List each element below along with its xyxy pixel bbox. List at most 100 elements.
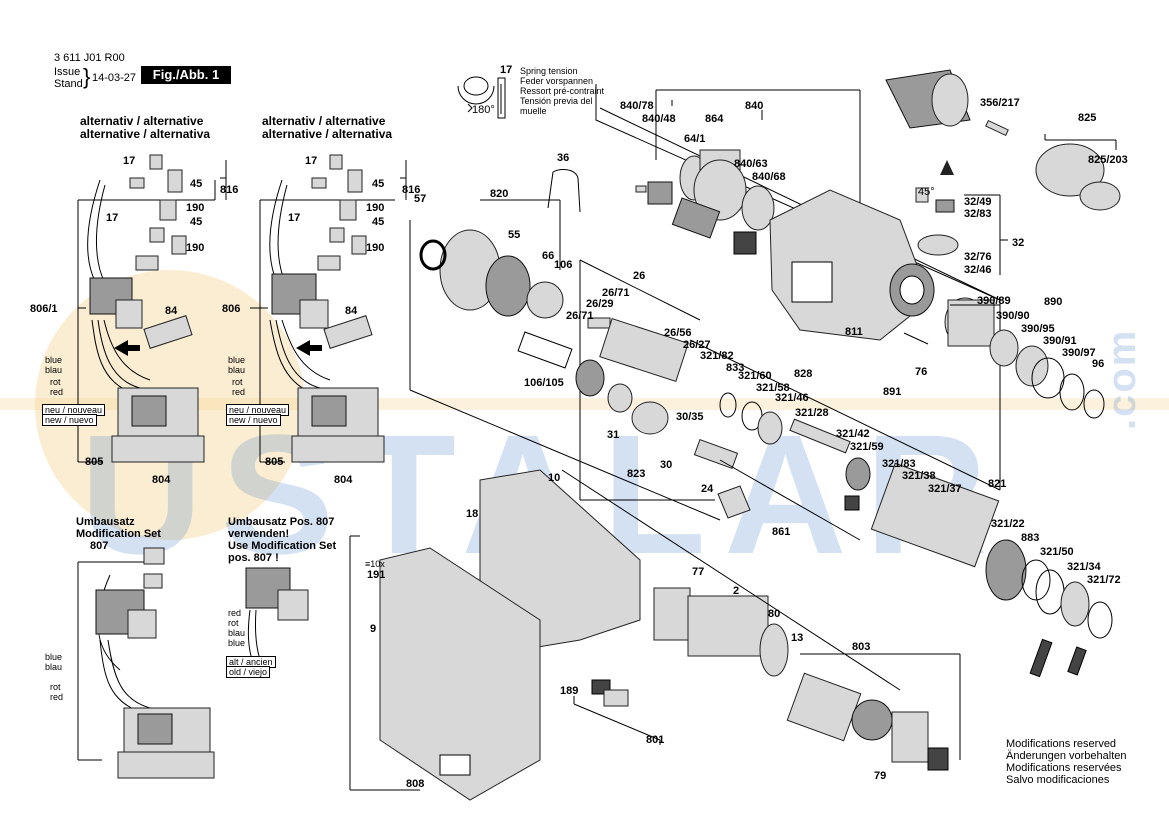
label-840-63: 840/63	[734, 158, 768, 170]
label-32-46: 32/46	[964, 264, 992, 276]
label-64-1: 64/1	[684, 133, 706, 145]
label-32-83: 32/83	[964, 208, 992, 220]
spring-tension-icon	[457, 76, 506, 119]
label-321-34: 321/34	[1067, 561, 1101, 573]
label-321-46: 321/46	[775, 392, 809, 404]
figure-label: Fig./Abb. 1	[141, 66, 231, 84]
mod-note-4: Salvo modificaciones	[1006, 774, 1110, 786]
legend-blau-b: blau	[228, 365, 246, 375]
label-17c: 17	[305, 155, 318, 167]
label-31: 31	[607, 429, 620, 441]
mod-note-2: Änderungen vorbehalten	[1006, 750, 1127, 762]
legend-blue-c: blue	[45, 652, 63, 662]
label-57: 57	[414, 193, 427, 205]
legend-old: old / viejo	[226, 666, 271, 678]
label-840-68: 840/68	[752, 171, 786, 183]
label-820: 820	[490, 188, 509, 200]
label-828: 828	[794, 368, 813, 380]
modset-title-1: Umbausatz	[76, 516, 135, 528]
legend-red-d: red	[228, 608, 242, 618]
label-96: 96	[1092, 358, 1105, 370]
ring-set-890	[944, 297, 1105, 419]
label-808: 808	[406, 778, 425, 790]
issue-date: 14-03-27	[92, 72, 137, 84]
mechanism-middle	[409, 169, 1113, 678]
label-79: 79	[874, 770, 887, 782]
label-45deg: 45°	[918, 186, 935, 198]
label-84b: 84	[345, 305, 358, 317]
label-17d: 17	[288, 212, 301, 224]
label-816b: 816	[402, 184, 421, 196]
label-190a: 190	[186, 202, 205, 214]
label-833: 833	[726, 362, 745, 374]
label-24: 24	[701, 483, 714, 495]
legend-rot-b: rot	[232, 377, 243, 387]
label-321-28: 321/28	[795, 407, 829, 419]
label-825: 825	[1078, 112, 1097, 124]
legend-red-c: red	[50, 692, 64, 702]
label-9: 9	[370, 623, 377, 635]
spring-line-3: Ressort pré-contraint	[520, 86, 605, 96]
spring-line-4: Tensión previa del	[520, 96, 593, 106]
label-45c: 45	[372, 178, 385, 190]
legend-blau-c: blau	[45, 662, 63, 672]
label-811: 811	[845, 326, 863, 338]
label-26: 26	[633, 270, 646, 282]
switch-assembly-right	[250, 154, 407, 463]
label-390-95: 390/95	[1021, 323, 1055, 335]
label-321-83: 321/83	[882, 458, 916, 470]
label-106: 106	[554, 259, 573, 271]
label-321-50: 321/50	[1040, 546, 1074, 558]
label-804a: 804	[152, 474, 171, 486]
label-321-58: 321/58	[756, 382, 790, 394]
label-821: 821	[988, 478, 1007, 490]
label-390-97: 390/97	[1062, 347, 1096, 359]
label-805b: 805	[265, 456, 284, 468]
label-321-59: 321/59	[850, 441, 884, 453]
label-18: 18	[466, 508, 479, 520]
modset-right-2: verwenden!	[228, 528, 290, 540]
label-32: 32	[1012, 237, 1025, 249]
label-17a: 17	[123, 155, 136, 167]
legend-new-a: new / nuevo	[42, 414, 97, 426]
label-45b: 45	[190, 216, 203, 228]
label-840-78: 840/78	[620, 100, 654, 112]
legend-blue-d: blue	[228, 638, 246, 648]
stand-label: Stand	[54, 78, 83, 90]
housing-and-motor	[349, 469, 961, 801]
label-861: 861	[772, 526, 791, 538]
label-191: 191	[367, 569, 386, 581]
label-45a: 45	[190, 178, 203, 190]
label-390-89: 390/89	[977, 295, 1011, 307]
label-840-48: 840/48	[642, 113, 676, 125]
label-801: 801	[646, 734, 665, 746]
label-26-71b: 26/71	[566, 310, 594, 322]
label-825-203: 825/203	[1088, 154, 1128, 166]
label-45d: 45	[372, 216, 385, 228]
label-13: 13	[791, 632, 804, 644]
issue-label: Issue	[54, 66, 81, 78]
label-321-38: 321/38	[902, 470, 936, 482]
label-55: 55	[508, 229, 521, 241]
alt-heading-right-2: alternative / alternativa	[262, 127, 393, 141]
legend-blau-a: blau	[45, 365, 63, 375]
legend-rot-d: rot	[228, 618, 239, 628]
label-189: 189	[560, 685, 579, 697]
label-32-76: 32/76	[964, 251, 992, 263]
label-80: 80	[768, 608, 781, 620]
label-32-49: 32/49	[964, 196, 992, 208]
gear-housing-group	[595, 69, 1121, 490]
label-190b: 190	[186, 242, 205, 254]
label-321-60: 321/60	[738, 370, 772, 382]
label-816a: 816	[220, 184, 239, 196]
label-390-91: 390/91	[1043, 335, 1077, 347]
label-805a: 805	[85, 456, 104, 468]
label-321-82: 321/82	[700, 350, 734, 362]
label-321-42: 321/42	[836, 428, 870, 440]
label-321-22: 321/22	[991, 518, 1025, 530]
label-321-37: 321/37	[928, 483, 962, 495]
label-890: 890	[1044, 296, 1063, 308]
modset-right-3: Use Modification Set	[228, 540, 337, 552]
label-891: 891	[883, 386, 902, 398]
label-10: 10	[548, 472, 561, 484]
